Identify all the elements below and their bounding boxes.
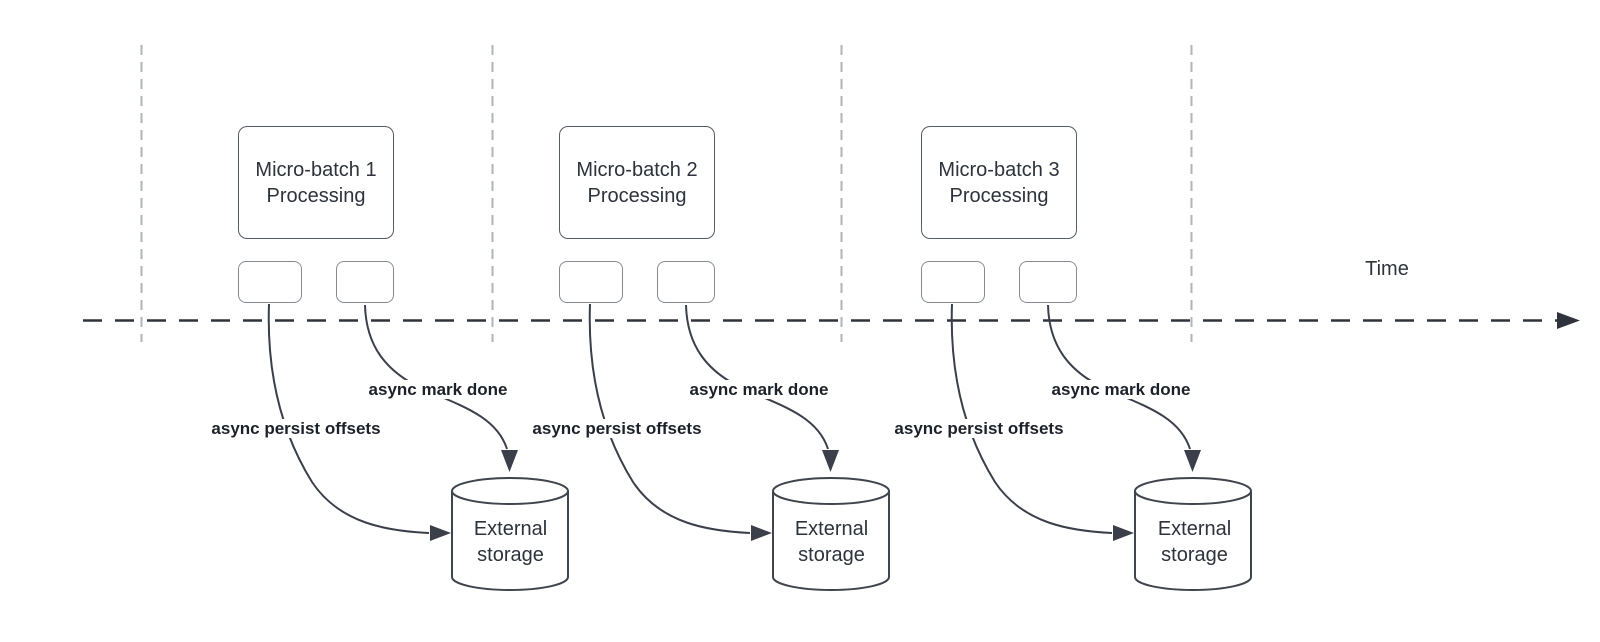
- mark-done-arrowhead: [501, 450, 518, 472]
- external-storage-cylinder-top: [772, 477, 890, 505]
- persist-source-box: [559, 261, 623, 303]
- persist-source-box: [921, 261, 985, 303]
- external-storage-label: External storage: [794, 518, 869, 566]
- time-axis-label: Time: [1365, 258, 1409, 280]
- persist-offsets-arrow: [950, 303, 1113, 534]
- external-storage-cylinder-body: [1134, 491, 1252, 591]
- external-storage-cylinder-top: [451, 477, 569, 505]
- batch-3-flows: [950, 303, 1252, 591]
- async-persist-offsets-label: async persist offsets: [512, 419, 722, 439]
- microbatch-box-label-line2: Processing: [266, 184, 366, 207]
- microbatch-box-label-line1: Micro-batch 1: [255, 158, 377, 181]
- async-persist-offsets-label: async persist offsets: [874, 419, 1084, 439]
- microbatch-box-label-line1: Micro-batch 2: [576, 158, 698, 181]
- persist-offsets-arrowhead: [430, 525, 451, 541]
- microbatch-box-label-line2: Processing: [587, 184, 687, 207]
- time-axis-arrowhead: [1557, 312, 1580, 329]
- async-mark-done-label: async mark done: [333, 380, 543, 400]
- mark-done-arrowhead: [1184, 450, 1201, 472]
- external-storage-label: External storage: [473, 518, 548, 566]
- external-storage-label: External storage: [1157, 518, 1232, 566]
- mark-done-source-box: [1019, 261, 1077, 303]
- microbatch-1-box: Micro-batch 1 Processing: [238, 126, 394, 239]
- async-mark-done-label: async mark done: [654, 380, 864, 400]
- persist-offsets-arrow: [588, 303, 751, 534]
- async-persist-offsets-label: async persist offsets: [191, 419, 401, 439]
- mark-done-source-box: [657, 261, 715, 303]
- persist-source-box: [238, 261, 302, 303]
- external-storage-cylinder-top: [1134, 477, 1252, 505]
- external-storage-cylinder-body: [772, 491, 890, 591]
- microbatch-3-box: Micro-batch 3 Processing: [921, 126, 1077, 239]
- mark-done-arrowhead: [822, 450, 839, 472]
- external-storage-cylinder-body: [451, 491, 569, 591]
- microbatch-box-label-line2: Processing: [949, 184, 1049, 207]
- async-mark-done-label: async mark done: [1016, 380, 1226, 400]
- persist-offsets-arrowhead: [1113, 525, 1134, 541]
- mark-done-source-box: [336, 261, 394, 303]
- microbatch-2-box: Micro-batch 2 Processing: [559, 126, 715, 239]
- batch-2-flows: [588, 303, 890, 591]
- microbatch-box-label-line1: Micro-batch 3: [938, 158, 1060, 181]
- persist-offsets-arrowhead: [751, 525, 772, 541]
- persist-offsets-arrow: [267, 303, 430, 534]
